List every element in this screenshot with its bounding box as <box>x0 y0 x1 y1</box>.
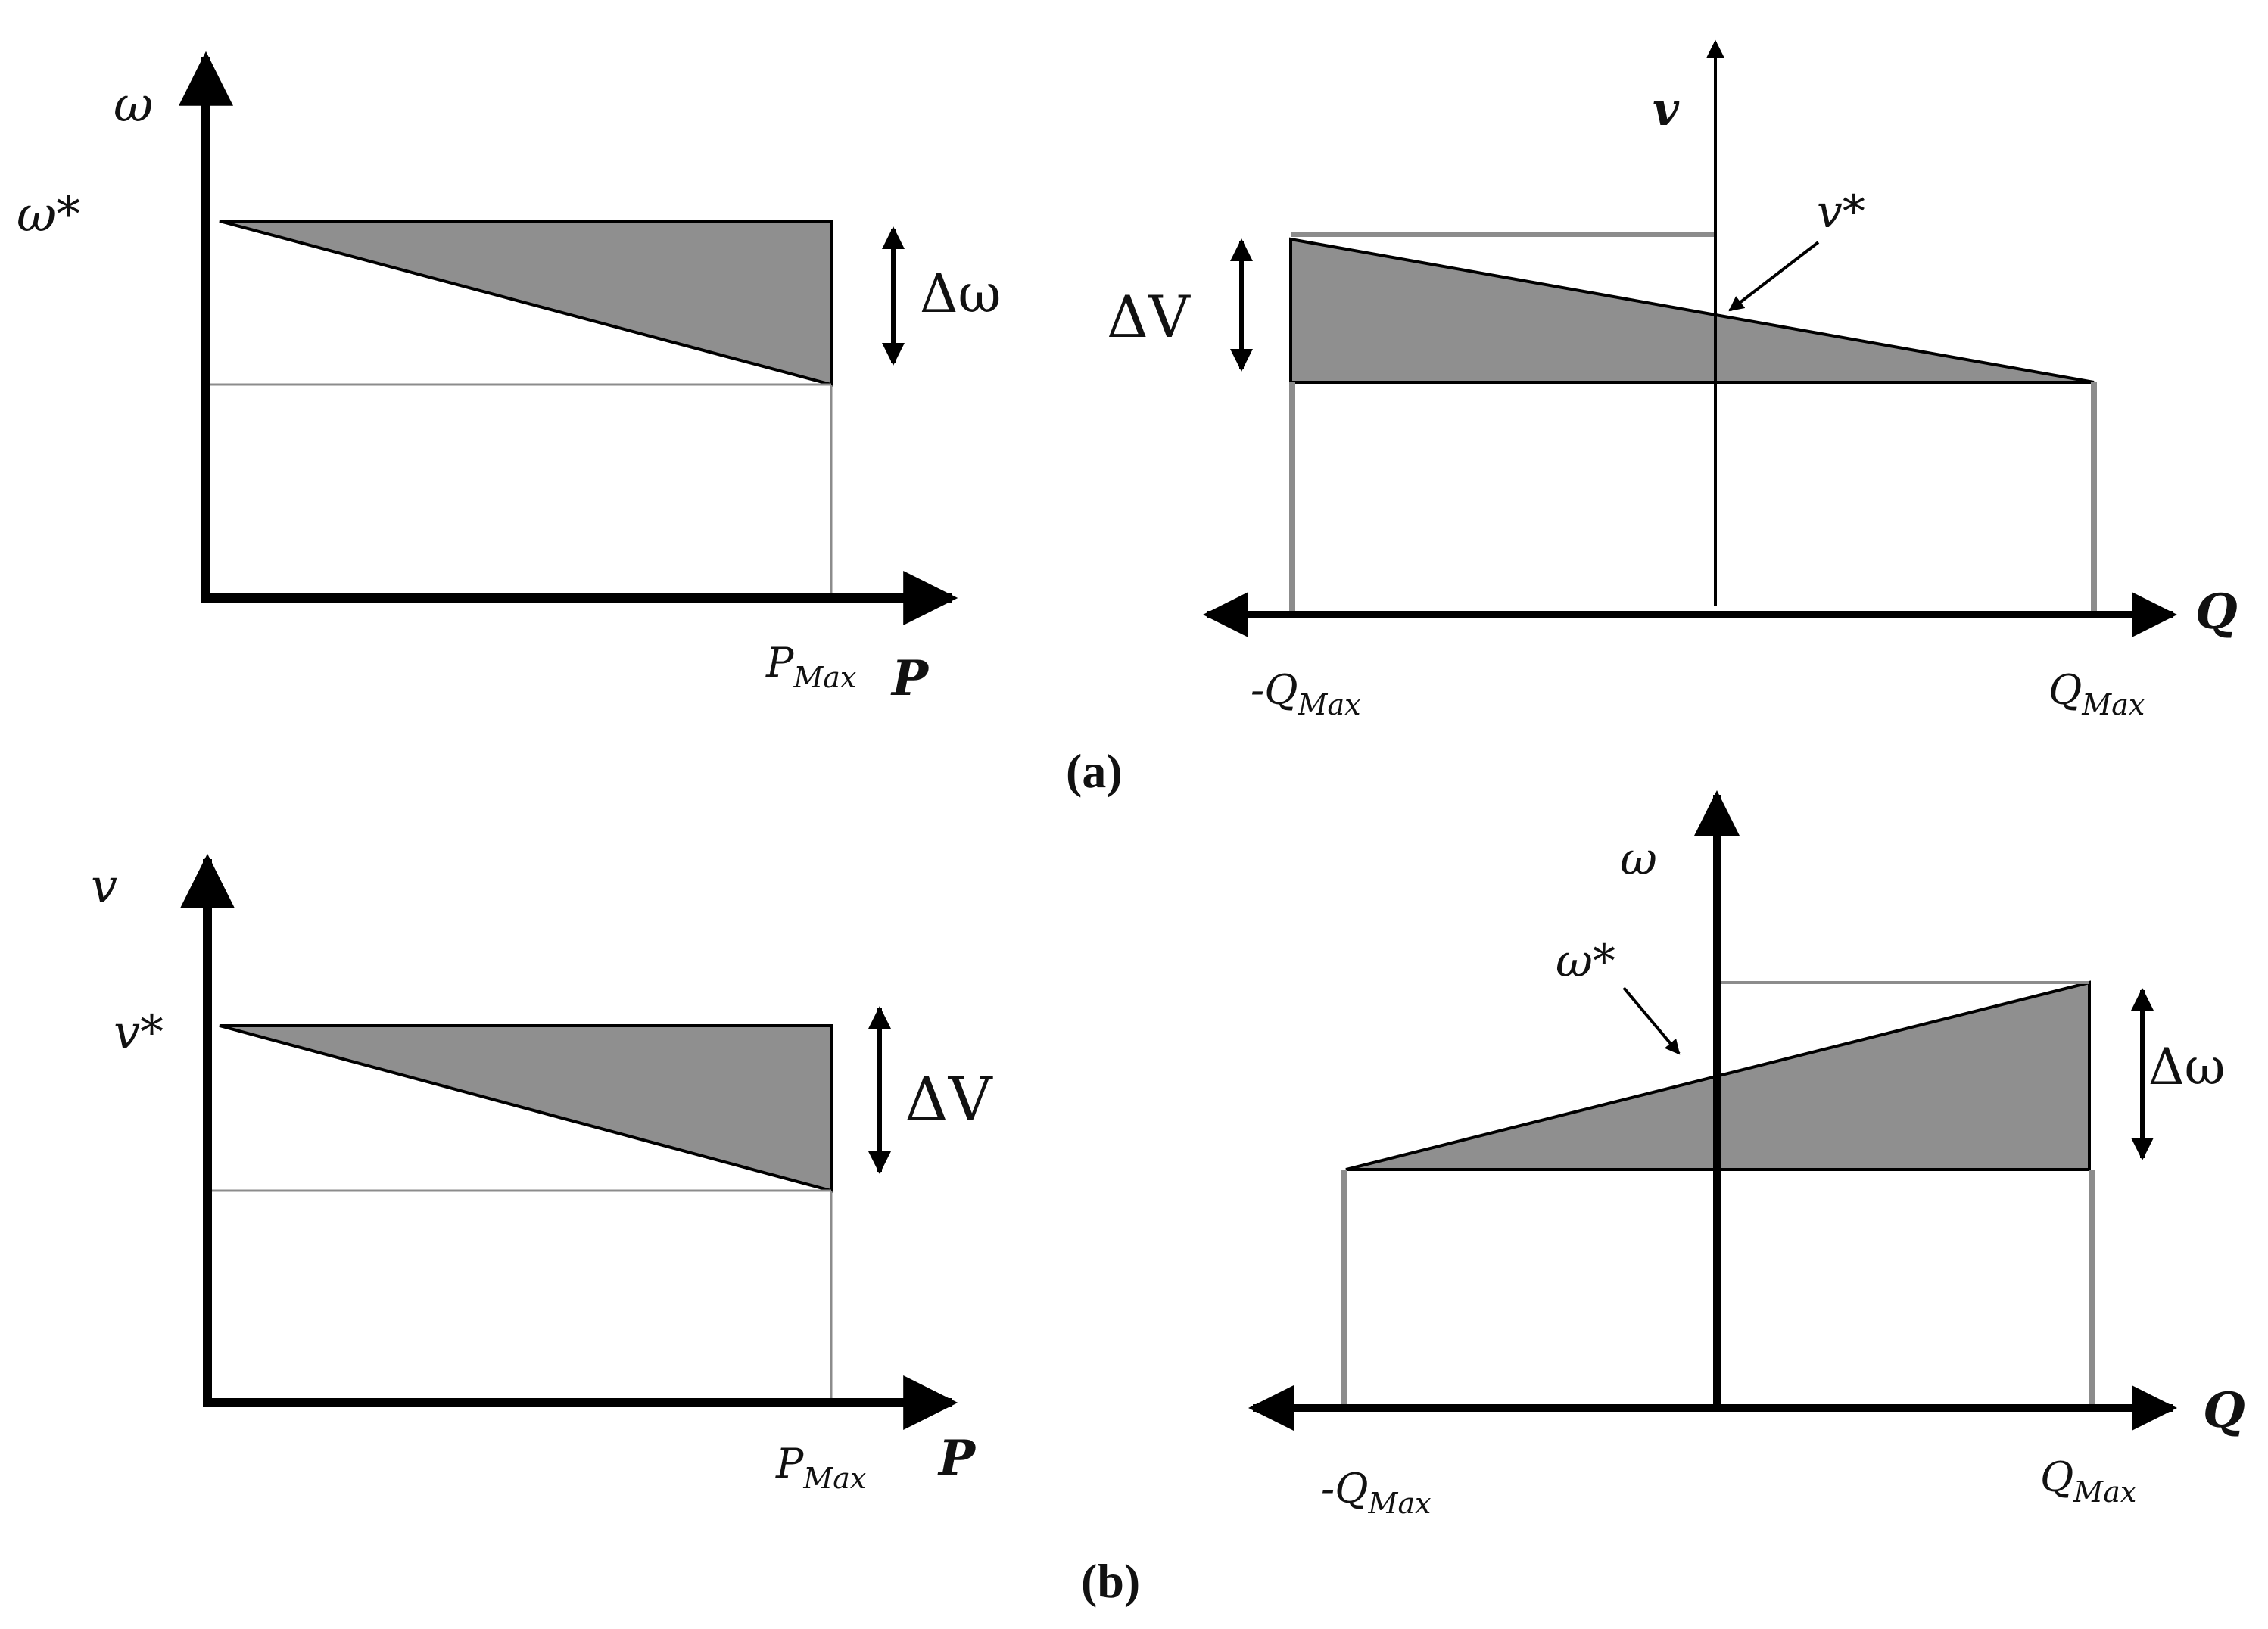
panel-a-left-y-ref-label: ω* <box>17 187 80 243</box>
panel-a-right-qmax-label: QMax <box>2048 666 2145 721</box>
panel-b-left-delta-label: ΔV <box>905 1064 993 1135</box>
panel-a-right-ref-pointer <box>1728 241 1820 312</box>
panel-b-caption: (b) <box>1081 1554 1140 1608</box>
panel-b-omega-q-droop: ω ω* Δω Q -QMax QMax <box>1248 790 2245 1520</box>
panel-a-left-pmax-label: PMax <box>765 639 856 694</box>
panel-b-right-delta-label: Δω <box>2148 1038 2225 1096</box>
panel-b-left-y-ref-label: v* <box>114 1004 164 1060</box>
panel-b-right-qmax-label: QMax <box>2040 1453 2136 1509</box>
panel-a-left-y-label: ω <box>114 77 153 133</box>
panel-a-left-x-label: P <box>890 650 930 707</box>
panel-a-right-delta-label: ΔV <box>1107 283 1191 350</box>
panel-b-left-droop-area <box>219 1024 833 1193</box>
panel-b-right-neg-qmax-label: -QMax <box>1321 1465 1432 1520</box>
panel-a-caption: (a) <box>1066 744 1123 798</box>
panel-b-left-x-label: P <box>937 1430 977 1487</box>
panel-a-right-x-label: Q <box>2195 584 2238 640</box>
panel-b-right-y-label: ω <box>1620 833 1657 886</box>
panel-b-right-ref-pointer <box>1622 986 1681 1055</box>
panel-b-v-p-droop: v v* ΔV PMax P <box>91 853 993 1495</box>
panel-a-left-delta-label: Δω <box>920 263 1002 325</box>
panel-a-right-neg-qmax-label: -QMax <box>1251 666 1361 721</box>
panel-a-right-droop-area <box>1289 237 2095 384</box>
panel-a-omega-p-droop: ω ω* Δω PMax P <box>17 51 1002 707</box>
panel-a-right-y-label: v <box>1653 83 1680 136</box>
panel-b-left-y-label: v <box>91 858 117 914</box>
panel-a-left-droop-area <box>219 220 833 387</box>
panel-b-left-pmax-label: PMax <box>775 1440 866 1495</box>
panel-a-right-ref-label: v* <box>1817 185 1865 238</box>
panel-b-right-ref-label: ω* <box>1556 935 1615 988</box>
panel-b-right-x-label: Q <box>2203 1382 2245 1439</box>
panel-a-v-q-droop: v v* ΔV Q -QMax QMax <box>1107 39 2238 721</box>
